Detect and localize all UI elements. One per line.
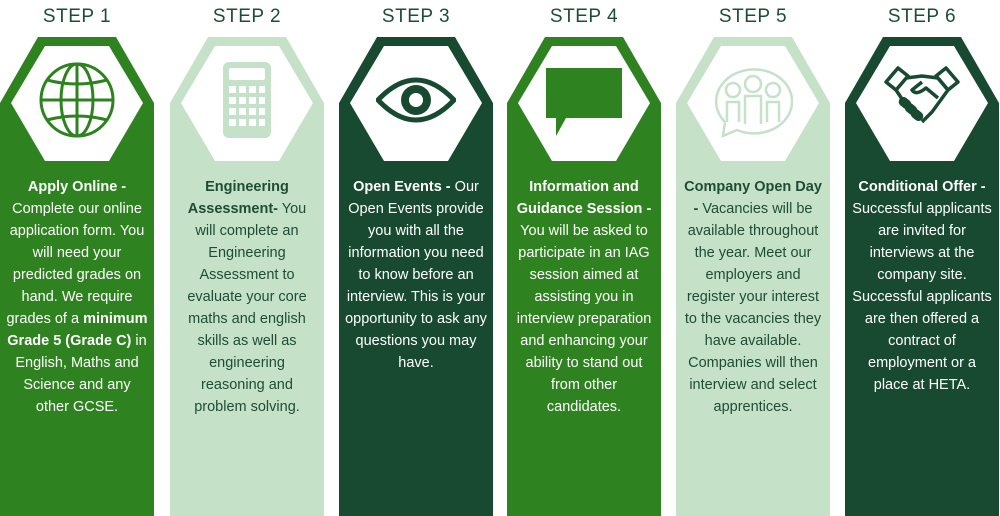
globe-icon [39,62,115,138]
hexagon-frame [845,37,999,516]
step-4-card: STEP 4 Information and Guidance Session … [507,0,661,516]
step-label: STEP 4 [549,6,619,27]
step-description: Apply Online - Complete our online appli… [6,179,148,415]
step-label: STEP 5 [718,6,788,27]
eye-icon [376,77,456,123]
step-description: Information and Guidance Session - You w… [516,179,652,415]
step-label: STEP 3 [381,6,451,27]
handshake-icon [884,66,960,124]
step-label: STEP 6 [887,6,957,27]
step-3-card: STEP 3 Open Events - Our Open Events pro… [339,0,493,516]
step-5-card: STEP 5 Company Open Day - Vacancies will… [676,0,830,516]
step-6-card: STEP 6 Conditional Offer - Successful ap… [845,0,999,516]
step-label: STEP 2 [212,6,282,27]
hexagon-frame [676,37,830,516]
step-2-card: STEP 2 Engineering Assessment- You will … [170,0,324,516]
step-description: Conditional Offer - Successful applicant… [852,179,992,393]
calculator-icon [223,62,271,138]
step-description: Open Events - Our Open Events provide yo… [345,179,487,371]
speech-bubble-icon [546,68,622,136]
people-chat-icon [714,68,793,139]
step-1-card: STEP 1 Apply Online - Complete our onlin… [0,0,154,516]
step-description: Company Open Day - Vacancies will be ava… [684,179,822,415]
step-description: Engineering Assessment- You will complet… [187,179,307,415]
step-label: STEP 1 [42,6,112,27]
